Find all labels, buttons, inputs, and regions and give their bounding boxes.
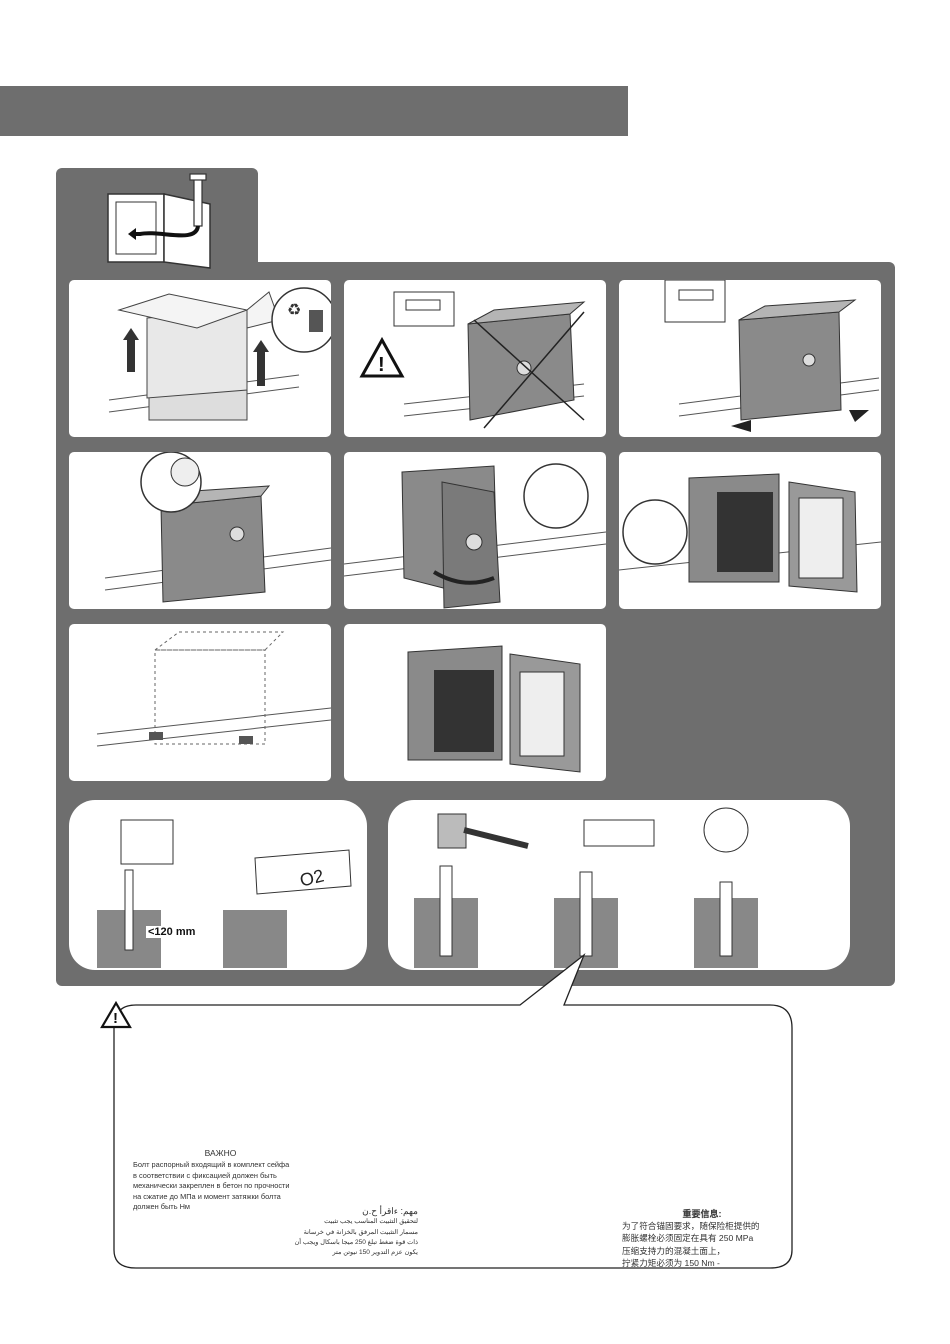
step-level-card: [619, 280, 881, 437]
notice-zh-line: 压缩支持力的混凝土面上，: [622, 1245, 726, 1256]
notice-zh-title: 重要信息:: [682, 1209, 722, 1219]
notice-ru-line: должен быть Нм: [133, 1202, 191, 1212]
safe-anchor-illustration: [107, 173, 211, 269]
drill-depth-label: <120 mm: [146, 926, 198, 938]
step-anchor-card: [344, 624, 606, 781]
notice-ar-line: مسمار التثبيت المرفق بالخزانة في خرسانة: [303, 1228, 418, 1236]
notice-ru-title: ВАЖНО: [204, 1148, 237, 1158]
step-unlock-card: [69, 452, 331, 609]
notice-chinese: 重要信息: 为了符合锚固要求，随保险柜提供的 膨胀螺栓必须固定在具有 250 M…: [622, 1208, 782, 1269]
svg-text:!: !: [113, 1010, 118, 1027]
notice-ar-line: لتحقيق التثبيت المناسب يجب تثبيت: [324, 1218, 418, 1226]
svg-text:!: !: [378, 354, 385, 376]
warning-triangle-icon: [359, 336, 405, 378]
notice-ar-title: مهم: ءاقرأ ح.ن: [362, 1206, 418, 1216]
notice-zh-line: 拧紧力矩必须为 150 Nm -: [622, 1257, 720, 1268]
notice-zh-line: 为了符合锚固要求，随保险柜提供的: [622, 1221, 760, 1232]
notice-arabic: مهم: ءاقرأ ح.ن لتحقيق التثبيت المناسب يج…: [292, 1206, 418, 1258]
step-drill-card: [69, 800, 367, 970]
notice-ar-line: يكون عزم التدوير 150 نيوتن متر: [332, 1249, 418, 1257]
header-bar: [0, 86, 628, 136]
notice-ru-line: Болт распорный входящий в комплект сейфа: [133, 1160, 290, 1170]
notice-ar-line: ذات قوة ضغط تبلغ 250 ميجا باسكال ويجب أن: [294, 1238, 418, 1246]
step-mark-hole-card: [619, 452, 881, 609]
step-unbox-card: ♻: [69, 280, 331, 437]
recycle-icon: ♻: [287, 302, 301, 319]
notice-ru-line: в соответствии с фиксацией должен быть: [133, 1170, 277, 1180]
step-level-warning-card: !: [344, 280, 606, 437]
step-open-door-card: [344, 452, 606, 609]
notice-ru-line: механически закреплен в бетон по прочнос…: [133, 1181, 290, 1191]
notice-russian: ВАЖНО Болт распорный входящий в комплект…: [133, 1148, 308, 1212]
recycle-bin-icon: [309, 310, 323, 332]
notice-ru-line: на сжатие до МПа и момент затяжки болта: [133, 1191, 281, 1201]
step-outline-card: [69, 624, 331, 781]
step-install-bolt-card: [388, 800, 850, 970]
notice-zh-line: 膨胀螺栓必须固定在具有 250 MPa: [622, 1233, 754, 1244]
